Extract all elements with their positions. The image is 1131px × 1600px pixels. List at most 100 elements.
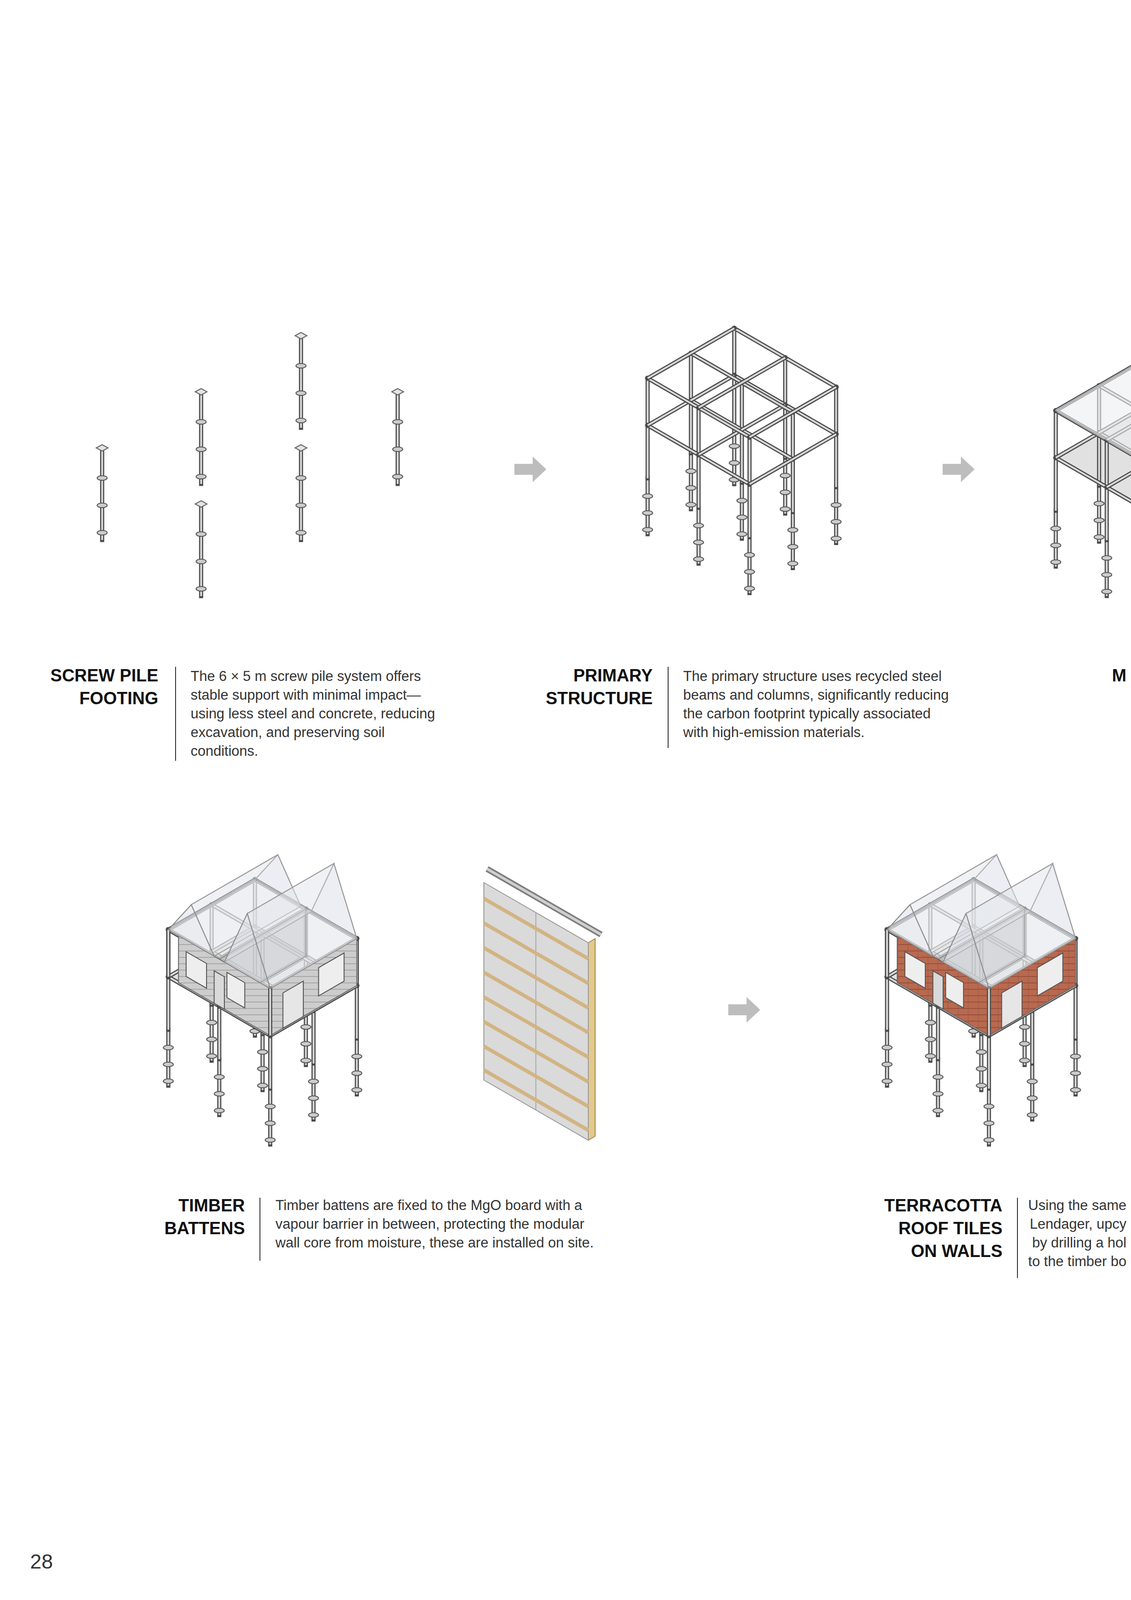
steel-member — [167, 1029, 170, 1086]
steel-member — [268, 988, 273, 1089]
steel-member — [166, 1029, 171, 1086]
steel-member — [690, 400, 793, 460]
pile-helix — [933, 1108, 944, 1113]
pile-helix — [308, 1112, 319, 1118]
panel-edge — [588, 938, 596, 1141]
steel-member — [200, 504, 203, 597]
separator-rule — [175, 666, 177, 761]
step-description: The 6 × 5 m screw pile system offers sta… — [190, 666, 447, 761]
steel-member — [1074, 1038, 1077, 1095]
timber-batten — [483, 972, 589, 1033]
timber-batten — [483, 996, 589, 1058]
glass-gable — [224, 913, 271, 989]
pile-helix — [300, 1041, 312, 1046]
pile-helix — [780, 473, 791, 478]
pile-helix — [642, 510, 653, 516]
pile-helix — [1101, 589, 1112, 594]
steel-member — [698, 357, 786, 408]
steel-member — [167, 929, 170, 1030]
steel-member — [1055, 457, 1131, 517]
steel-member — [791, 412, 794, 513]
pile-helix — [300, 1058, 312, 1063]
steel-member — [260, 1033, 265, 1090]
steel-member — [311, 1063, 316, 1120]
pile-helix — [1050, 543, 1061, 548]
pile-helix — [729, 443, 740, 449]
steel-member — [299, 448, 304, 540]
step-heading: M — [1111, 664, 1127, 687]
steel-member — [986, 988, 991, 1036]
steel-member — [199, 392, 204, 484]
pile-cap — [295, 444, 307, 452]
pile-helix — [693, 523, 704, 528]
pile-helix — [97, 503, 108, 508]
wall-panel — [483, 868, 602, 1141]
steel-member — [1053, 510, 1059, 567]
steel-member — [690, 353, 793, 413]
steel-member — [886, 1029, 888, 1086]
steel-member — [167, 929, 170, 977]
steel-member — [886, 929, 888, 1030]
steel-member — [935, 1058, 940, 1116]
window — [945, 972, 964, 1008]
pile-helix — [736, 531, 748, 537]
steel-member — [698, 404, 786, 455]
step-heading: TERRACOTTA ROOF TILES ON WALLS — [872, 1193, 1003, 1263]
steel-member — [748, 436, 751, 537]
pile-helix — [163, 1078, 174, 1084]
window — [282, 980, 304, 1028]
steel-member — [1054, 410, 1057, 511]
pile-helix — [1070, 1053, 1081, 1059]
pile-helix — [1027, 1095, 1038, 1101]
steel-member — [166, 929, 171, 977]
steel-member — [937, 1058, 940, 1116]
screw-piles — [96, 332, 404, 597]
pile-helix — [295, 475, 307, 481]
steel-member — [646, 478, 649, 535]
pile-cap — [295, 332, 307, 339]
steel-member — [698, 404, 786, 455]
pile-helix — [1094, 534, 1105, 540]
step-description: The primary structure uses recycled stee… — [683, 666, 953, 742]
pile-helix — [1027, 1112, 1038, 1118]
pile-helix — [163, 1045, 174, 1050]
steel-member — [647, 375, 735, 426]
step-description: to the timber bo — [1028, 1251, 1127, 1271]
steel-member — [101, 448, 104, 540]
steel-beam — [487, 868, 602, 935]
pile-helix — [97, 530, 108, 535]
steel-member — [1105, 440, 1108, 540]
window — [1037, 952, 1064, 996]
pile-helix — [925, 1020, 936, 1025]
pile-helix — [300, 1024, 312, 1030]
pile-helix — [1101, 572, 1112, 577]
pile-helix — [214, 1074, 225, 1080]
pile-helix — [265, 1120, 276, 1126]
pile-helix — [881, 1045, 893, 1050]
pile-helix — [206, 1037, 217, 1042]
steel-member — [209, 1004, 214, 1061]
steel-member — [690, 400, 793, 460]
steel-member — [986, 988, 991, 1089]
step-arrow — [514, 456, 547, 483]
pile-helix — [744, 586, 755, 591]
steel-beam — [487, 868, 602, 935]
pile-helix — [1101, 555, 1112, 561]
steel-member — [268, 1088, 273, 1145]
steel-member — [885, 929, 890, 977]
pile-cap — [391, 388, 404, 395]
pile-helix — [295, 530, 307, 535]
steel-member — [218, 1058, 221, 1116]
pile-helix — [295, 418, 307, 423]
steel-member — [269, 988, 272, 1036]
pile-helix — [257, 1049, 268, 1055]
steel-member — [395, 392, 400, 484]
step-arrow — [728, 996, 761, 1023]
steel-member — [217, 1058, 222, 1116]
pile-helix — [976, 1049, 987, 1055]
step-heading: SCREW PILE FOOTING — [28, 664, 159, 710]
pile-helix — [1070, 1087, 1081, 1093]
pile-helix — [787, 527, 798, 533]
steel-member — [747, 537, 752, 594]
steel-member — [980, 1033, 983, 1090]
